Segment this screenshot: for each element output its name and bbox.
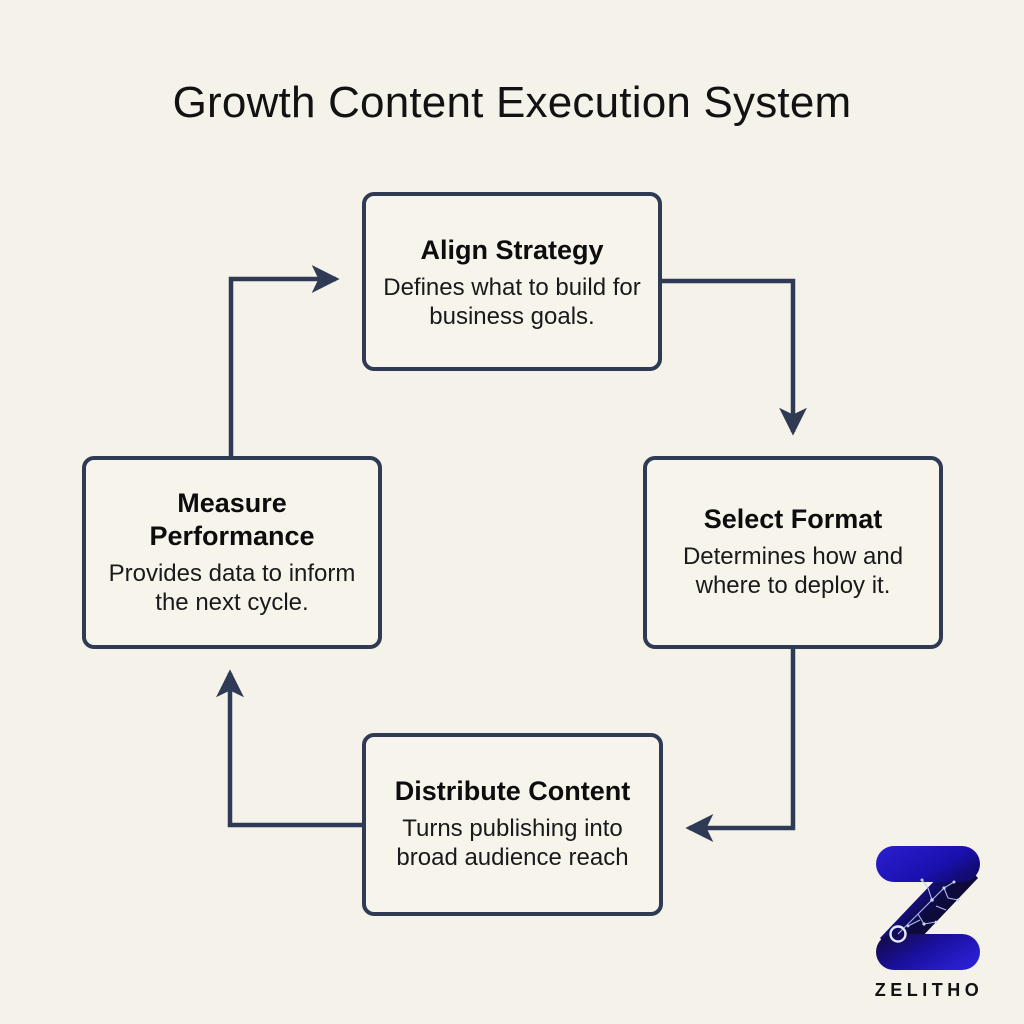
node-distribute-content[interactable]: Distribute Content Turns publishing into…: [362, 733, 663, 916]
node-title: Measure Performance: [149, 487, 314, 552]
node-title-line-2: Performance: [149, 520, 315, 551]
node-description: Turns publishing into broad audience rea…: [396, 815, 629, 872]
connector-select-to-distribute: [685, 649, 796, 842]
node-title: Align Strategy: [420, 235, 604, 266]
node-description: Defines what to build for business goals…: [383, 274, 641, 331]
node-title: Select Format: [703, 504, 883, 535]
node-description: Determines how and where to deploy it.: [682, 543, 904, 600]
node-measure-performance[interactable]: Measure Performance Provides data to inf…: [82, 456, 382, 649]
logo-wordmark: ZELITHO: [874, 980, 984, 1000]
connector-distribute-to-measure: [216, 669, 362, 828]
node-title: Distribute Content: [394, 776, 631, 807]
connector-measure-to-align: [228, 265, 340, 456]
node-select-format[interactable]: Select Format Determines how and where t…: [643, 456, 943, 649]
node-title-line-1: Measure: [177, 488, 287, 519]
node-align-strategy[interactable]: Align Strategy Defines what to build for…: [362, 192, 662, 371]
node-description: Provides data to inform the next cycle.: [108, 560, 356, 616]
zelitho-z-icon: [876, 846, 980, 970]
page-title: Growth Content Execution System: [172, 78, 852, 127]
brand-logo: ZELITHO: [862, 838, 1002, 1013]
connector-align-to-select: [662, 278, 807, 436]
